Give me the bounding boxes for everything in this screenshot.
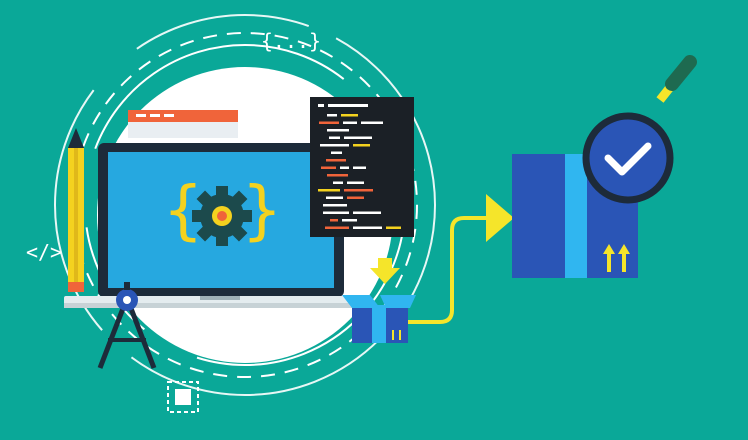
html-tag-icon: </> xyxy=(26,240,62,264)
orbit-outer xyxy=(54,14,436,396)
code-line xyxy=(323,204,347,207)
code-line xyxy=(333,181,343,184)
code-line xyxy=(320,144,349,147)
arrow-icon xyxy=(405,194,514,324)
selection-frame-icon xyxy=(167,381,199,413)
code-line xyxy=(331,151,342,154)
code-line xyxy=(326,159,346,162)
code-line xyxy=(344,189,373,192)
code-line xyxy=(341,114,358,117)
package-box-icon xyxy=(342,258,416,343)
code-line xyxy=(342,219,357,222)
code-line xyxy=(344,136,372,139)
code-line xyxy=(326,196,343,199)
code-line xyxy=(386,226,401,229)
code-line xyxy=(321,166,336,169)
code-line xyxy=(353,226,382,229)
code-line xyxy=(318,189,340,192)
json-braces-icon: {...} xyxy=(261,29,321,53)
code-line xyxy=(330,219,338,222)
code-window-icon xyxy=(310,97,414,237)
code-line xyxy=(353,211,381,214)
compass-icon xyxy=(97,282,157,369)
code-line xyxy=(329,136,340,139)
code-line xyxy=(319,121,339,124)
code-line xyxy=(361,121,383,124)
checkmark-icon xyxy=(604,142,652,176)
browser-bar-icon xyxy=(128,110,238,138)
code-line xyxy=(327,114,337,117)
code-line xyxy=(353,166,366,169)
code-line xyxy=(327,174,348,177)
pencil-icon xyxy=(68,128,84,292)
code-line xyxy=(353,144,370,147)
code-line xyxy=(347,196,364,199)
code-line xyxy=(327,129,349,132)
gear-icon: { } xyxy=(163,174,283,248)
code-line xyxy=(347,181,364,184)
code-line xyxy=(325,226,349,229)
code-line xyxy=(323,211,349,214)
code-line xyxy=(340,166,349,169)
large-box-icon xyxy=(512,154,638,278)
code-line xyxy=(343,121,357,124)
magnifier-icon xyxy=(582,55,697,204)
